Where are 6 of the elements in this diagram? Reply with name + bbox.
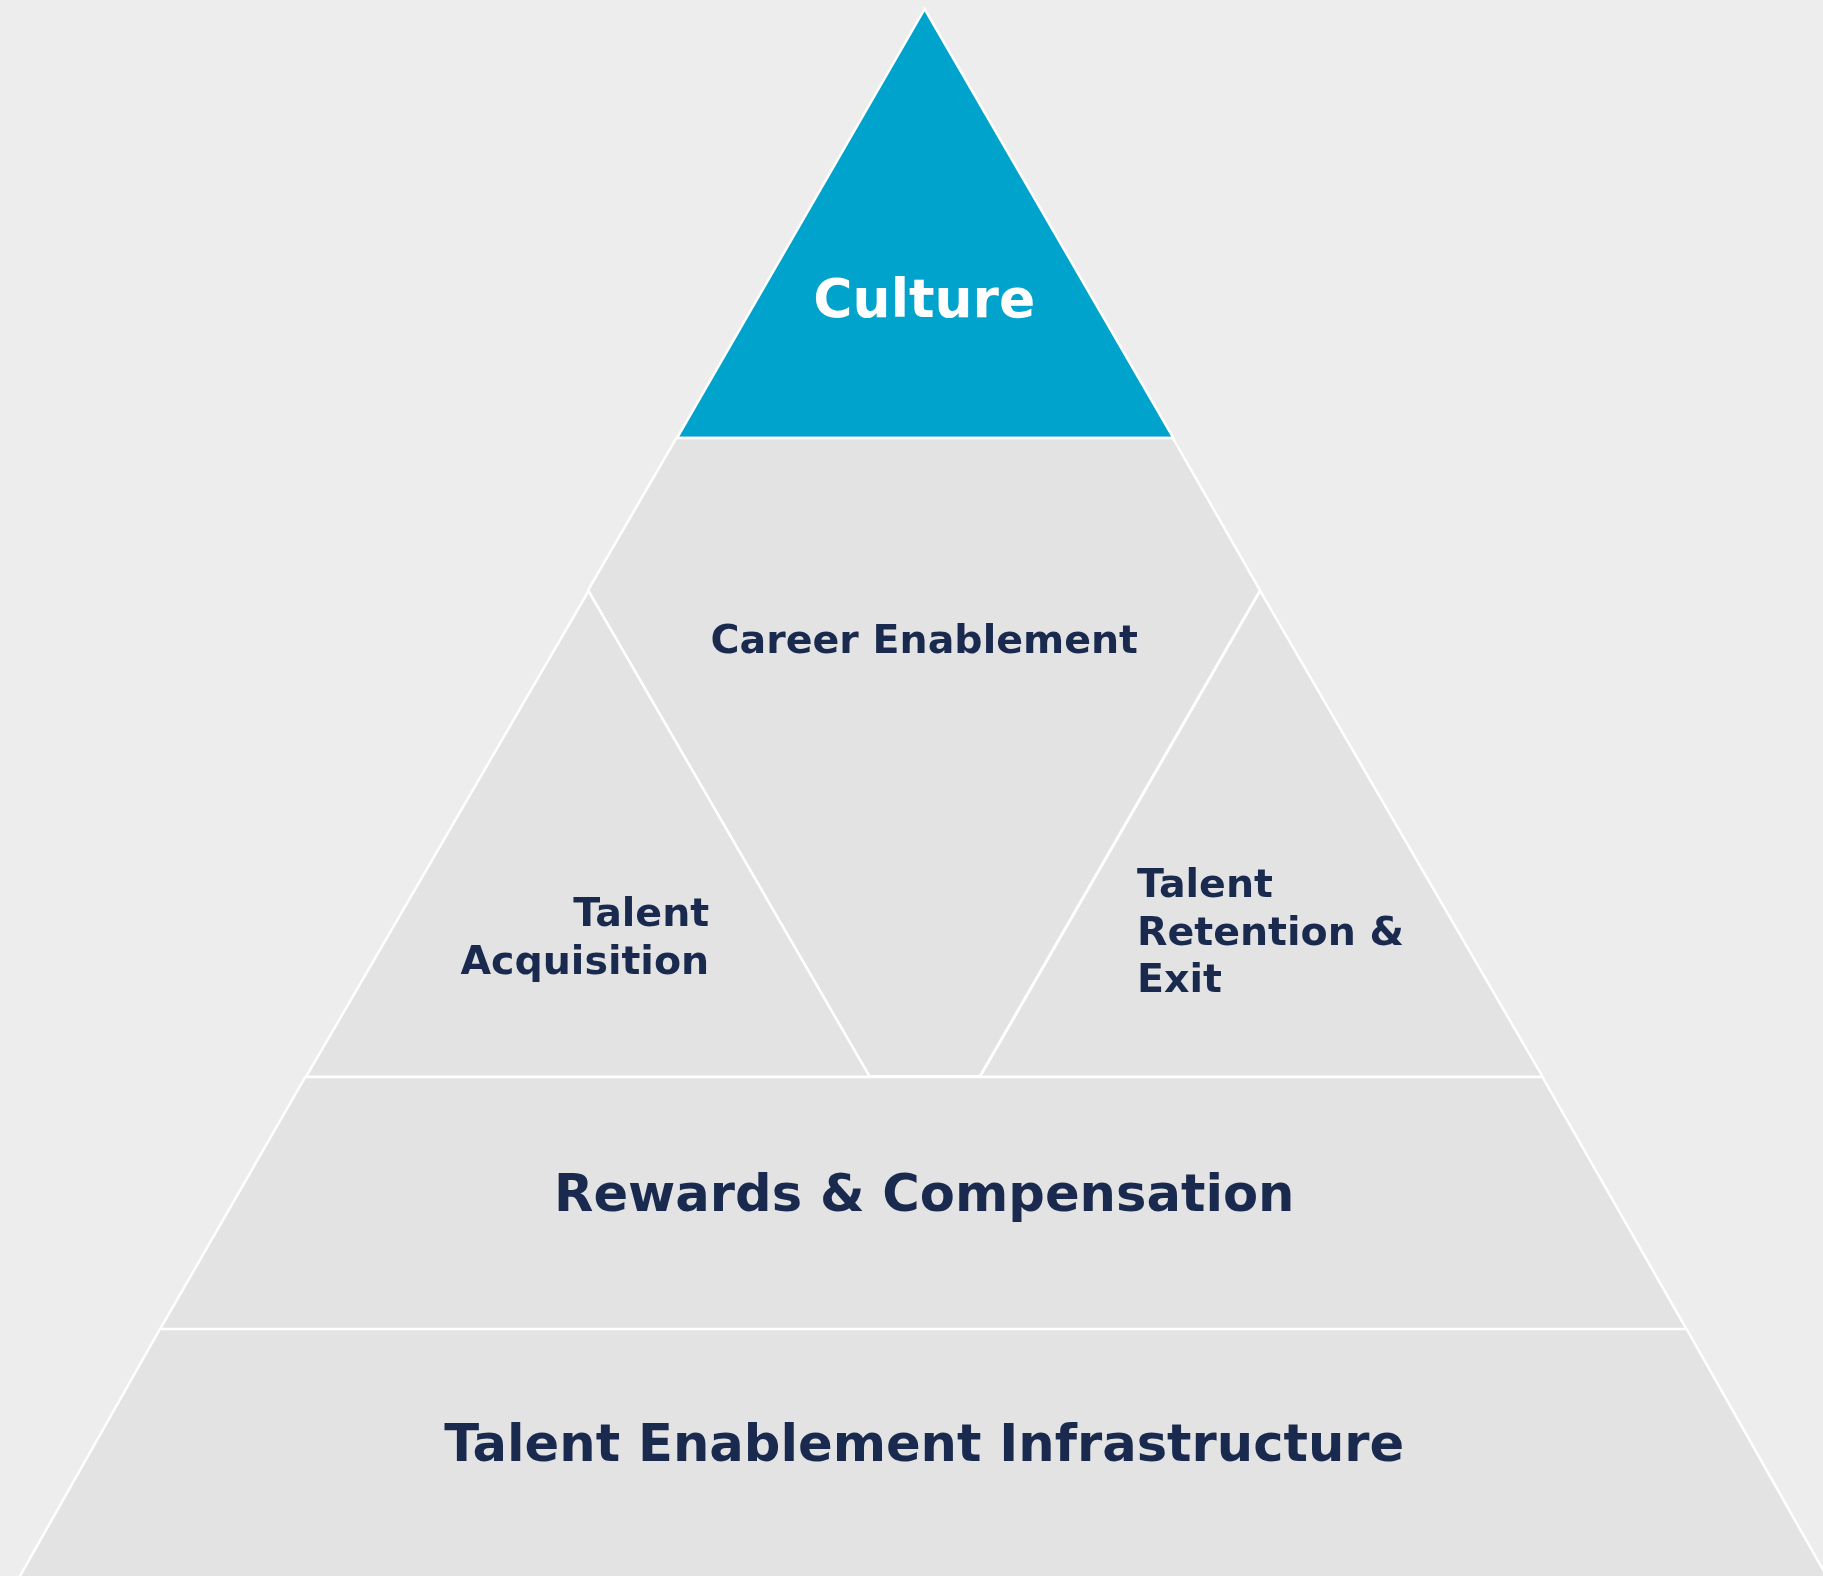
segment-label: Talent Enablement Infrastructure — [443, 1412, 1406, 1474]
segment-label: Culture — [812, 267, 1037, 332]
segment-label: Rewards & Compensation — [553, 1162, 1296, 1224]
segment-label: Talent Retention & Exit — [1137, 860, 1406, 1003]
segment-label: Talent Acquisition — [459, 889, 710, 985]
segment-label: Career Enablement — [709, 616, 1139, 664]
